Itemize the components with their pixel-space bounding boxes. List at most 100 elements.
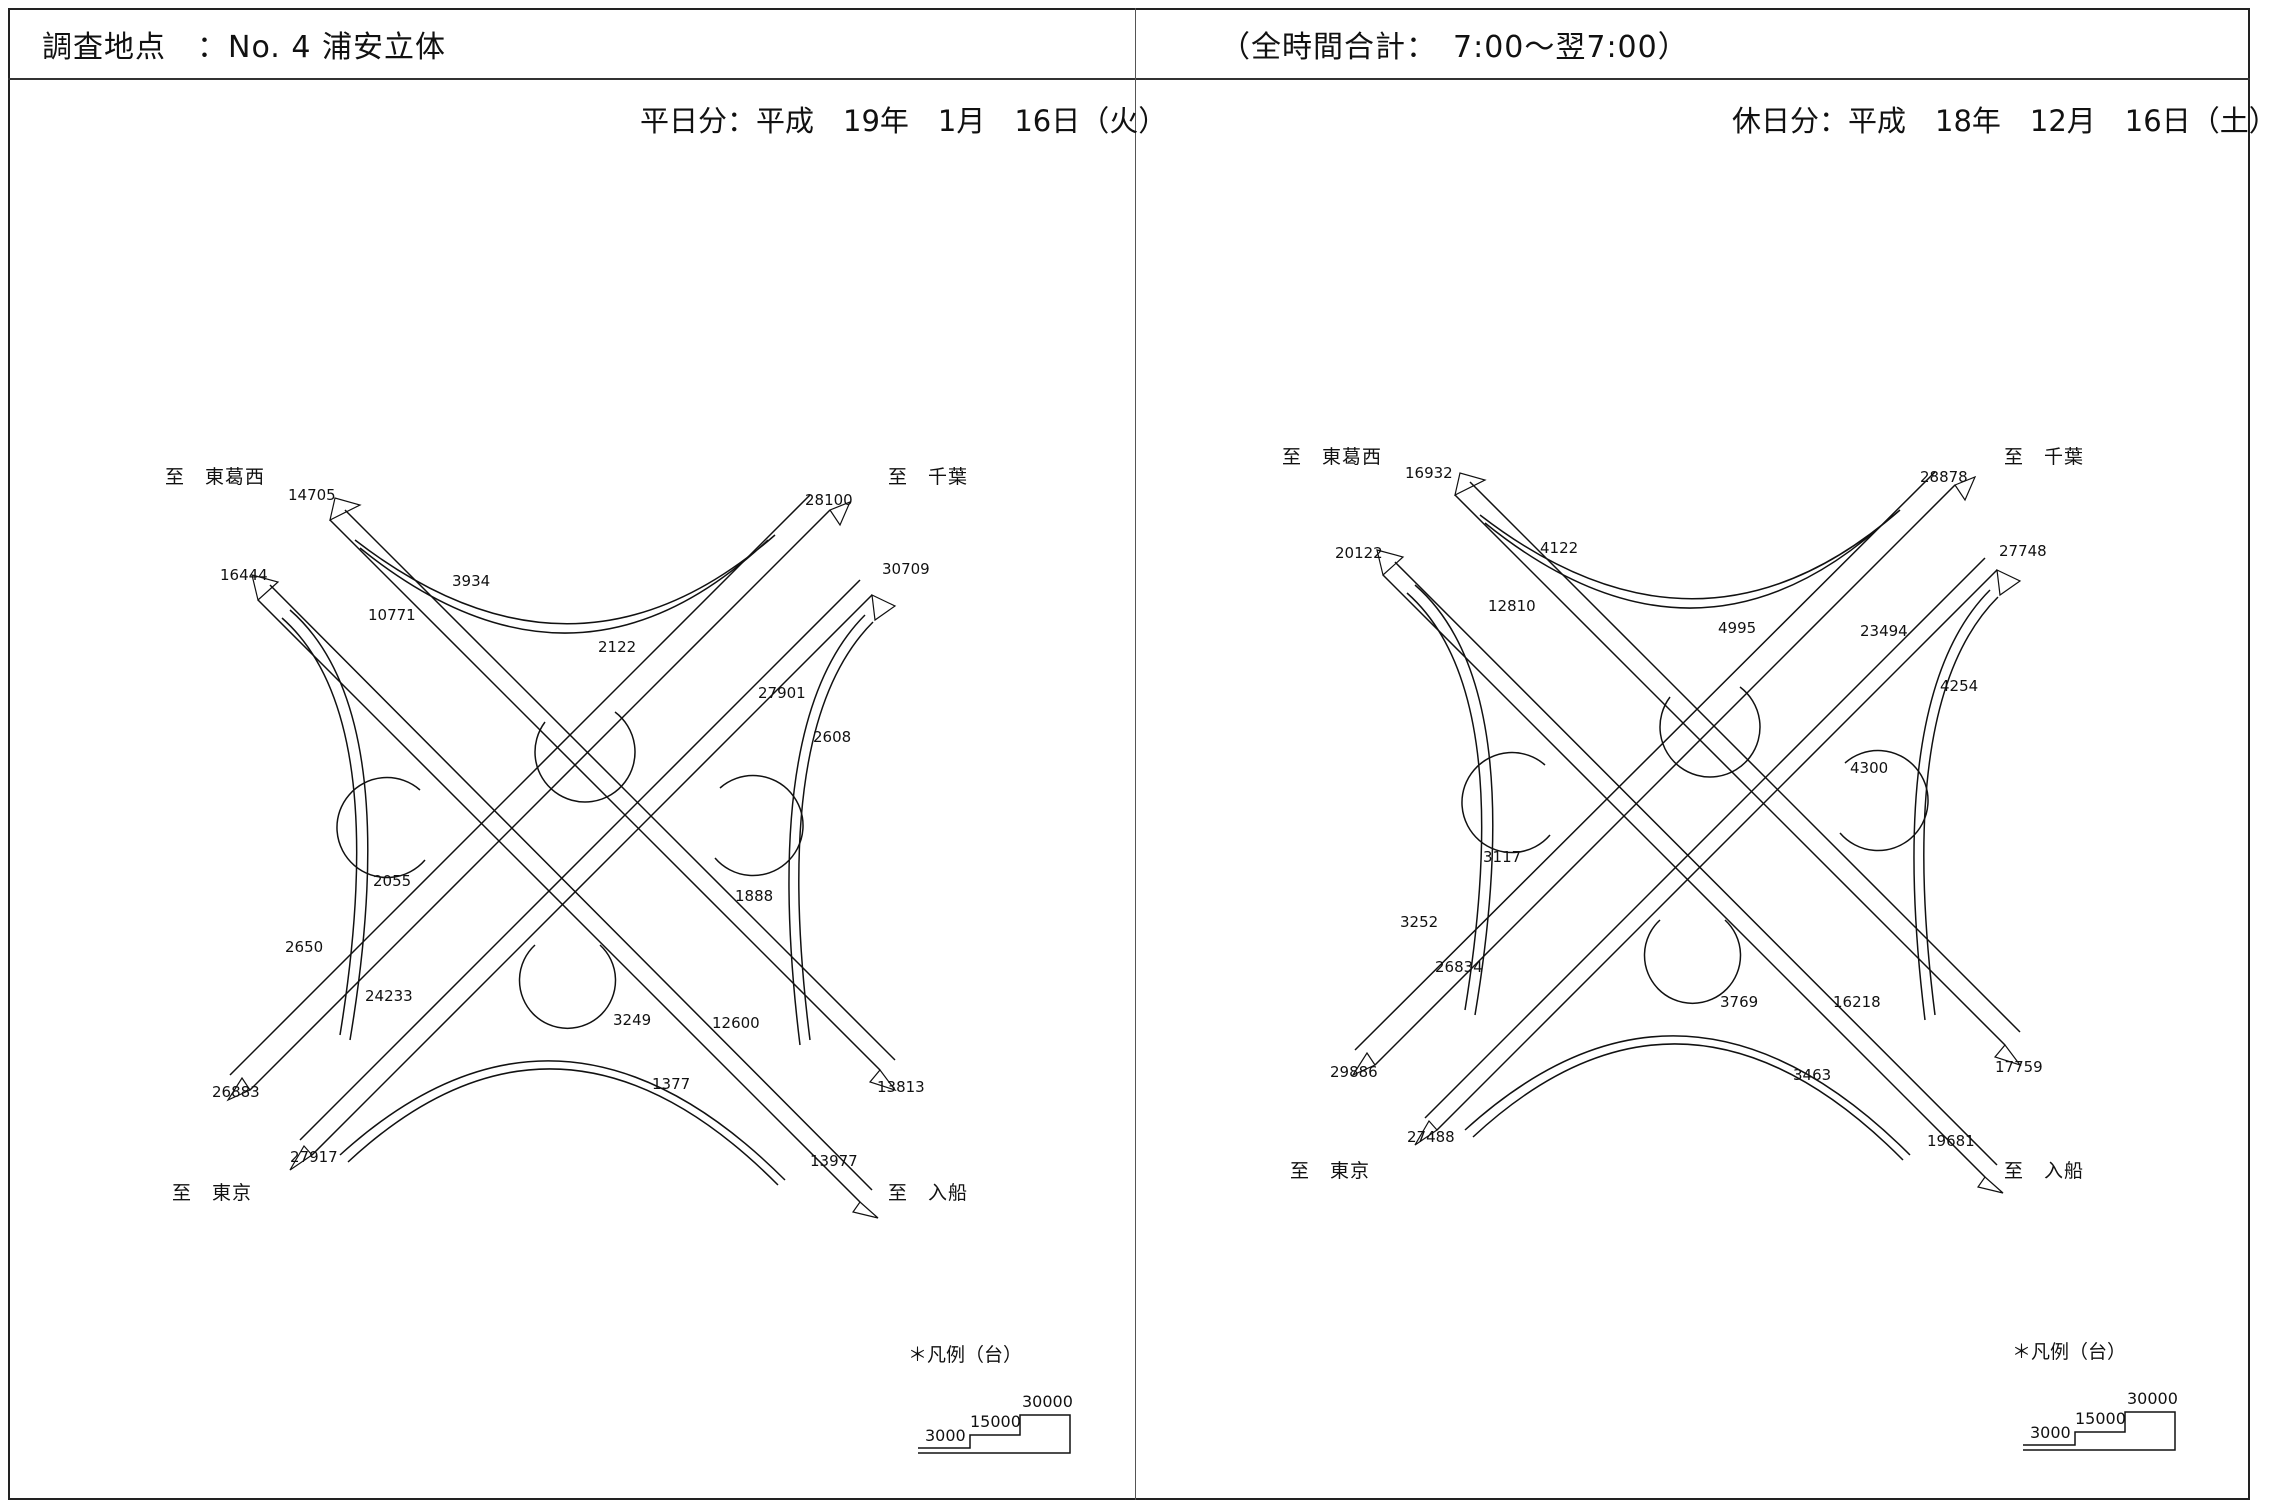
weekday-legend-low: 3000 [925, 1426, 966, 1445]
north-curve-ramp [1479, 509, 1901, 609]
nw-se-main-road [1454, 481, 2021, 1046]
panel-divider [1135, 8, 1136, 1500]
volume-west-loop: 3117 [1483, 848, 1521, 866]
volume-sw-diag: 26834 [1435, 958, 1483, 976]
arrow-ne-outer [871, 593, 897, 622]
arrow-sw-bottom [1414, 1119, 1438, 1146]
volume-se-diag: 16218 [1833, 993, 1881, 1011]
holiday-interchange-diagram: 16932 20122 28878 27748 29886 27488 1775… [1330, 464, 2047, 1194]
volume-se-outer: 17759 [1995, 1058, 2043, 1076]
east-loop-ramp [714, 774, 804, 877]
arrow-sw-outer [1351, 1051, 1376, 1077]
volume-east-loop: 1888 [735, 887, 773, 905]
period-label: （全時間合計： 7:00～翌7:00） [1220, 30, 1689, 65]
volume-north-curve: 3934 [452, 572, 490, 590]
arrow-heads [226, 497, 897, 1219]
volume-se-outer: 13813 [877, 1078, 925, 1096]
south-curve-ramp [1464, 1035, 1911, 1161]
arrow-nw-top [1454, 472, 1487, 497]
volume-sw-bottom: 27488 [1407, 1128, 1455, 1146]
south-loop-ramp [518, 944, 617, 1030]
loop-ramps [1461, 686, 1929, 1005]
volume-east-loop: 4300 [1850, 759, 1888, 777]
volume-nw-outer: 16444 [220, 566, 268, 584]
arrow-nw-outer [251, 574, 280, 602]
arrow-nw-top [329, 497, 362, 522]
weekday-legend-scale [918, 1414, 1071, 1454]
weekday-legend-mid: 15000 [970, 1412, 1021, 1431]
volume-north-loop: 2122 [598, 638, 636, 656]
holiday-direction-nw: 至 東葛西 [1282, 446, 1383, 468]
volume-south-loop: 3769 [1720, 993, 1758, 1011]
weekday-direction-se: 至 入船 [888, 1182, 969, 1204]
volume-ne-outer: 27748 [1999, 542, 2047, 560]
north-loop-ramp [534, 711, 636, 803]
ne-sw-main-road [229, 494, 831, 1091]
volume-north-loop: 4995 [1718, 619, 1756, 637]
weekday-direction-nw: 至 東葛西 [165, 466, 266, 488]
volume-west-loop: 2055 [373, 872, 411, 890]
nw-se-outer-road [1382, 561, 1998, 1178]
volume-nw-diag: 10771 [368, 606, 416, 624]
location-label: 調査地点 ：No. 4 浦安立体 [42, 30, 446, 65]
holiday-legend-high: 30000 [2127, 1389, 2178, 1408]
volume-se-diag: 12600 [712, 1014, 760, 1032]
volume-south-loop: 3249 [613, 1011, 651, 1029]
east-curve-ramp [788, 614, 874, 1046]
ne-sw-outer-road [1424, 557, 1998, 1131]
weekday-interchange-diagram: 14705 16444 28100 30709 26883 27917 1381… [212, 486, 930, 1219]
holiday-direction-sw: 至 東京 [1290, 1160, 1371, 1182]
volume-east-curve: 4254 [1940, 677, 1978, 695]
volume-nw-diag: 12810 [1488, 597, 1536, 615]
volume-south-curve: 3463 [1793, 1066, 1831, 1084]
volume-nw-top: 16932 [1405, 464, 1453, 482]
weekday-direction-ne: 至 千葉 [888, 466, 969, 488]
ramp-curves [1406, 509, 1999, 1161]
volume-ne-diag: 23494 [1860, 622, 1908, 640]
ramp-curves [281, 534, 874, 1186]
north-loop-ramp [1659, 686, 1761, 778]
arrow-ne-top [1954, 475, 1977, 502]
volume-north-curve: 4122 [1540, 539, 1578, 557]
ne-sw-outer-road [299, 579, 873, 1156]
weekday-direction-sw: 至 東京 [172, 1182, 253, 1204]
volume-se-bottom: 13977 [810, 1152, 858, 1170]
holiday-direction-se: 至 入船 [2004, 1160, 2085, 1182]
header-divider [8, 78, 2250, 80]
volume-labels: 16932 20122 28878 27748 29886 27488 1775… [1330, 464, 2047, 1150]
volume-nw-outer: 20122 [1335, 544, 1383, 562]
holiday-legend-low: 3000 [2030, 1423, 2071, 1442]
north-curve-ramp [354, 534, 776, 634]
arrow-sw-bottom [289, 1144, 313, 1171]
arrow-nw-outer [1376, 549, 1405, 577]
west-loop-ramp [1461, 751, 1551, 854]
weekday-legend-title: ＊凡例（台） [908, 1344, 1023, 1366]
holiday-legend-scale [2023, 1411, 2176, 1451]
volume-se-bottom: 19681 [1927, 1132, 1975, 1150]
volume-south-curve: 1377 [652, 1075, 690, 1093]
east-loop-ramp [1839, 749, 1929, 852]
holiday-direction-ne: 至 千葉 [2004, 446, 2085, 468]
arrow-se-outer [1993, 1044, 2022, 1067]
arrow-ne-top [829, 500, 852, 527]
diagonal-roads [1354, 471, 2021, 1178]
volume-ne-top: 28878 [1920, 468, 1968, 486]
loop-ramps [336, 711, 804, 1030]
holiday-legend-title: ＊凡例（台） [2012, 1341, 2127, 1363]
volume-ne-outer: 30709 [882, 560, 930, 578]
volume-sw-outer: 26883 [212, 1083, 260, 1101]
volume-sw-outer: 29886 [1330, 1063, 1378, 1081]
arrow-ne-outer [1996, 568, 2022, 597]
arrow-sw-outer [226, 1076, 251, 1102]
south-curve-ramp [339, 1060, 786, 1186]
weekday-legend-high: 30000 [1022, 1392, 1073, 1411]
volume-sw-diag: 24233 [365, 987, 413, 1005]
page-frame [8, 8, 2250, 1500]
volume-west-curve: 2650 [285, 938, 323, 956]
west-loop-ramp [336, 776, 426, 879]
arrow-se-bottom [852, 1201, 879, 1219]
west-curve-ramp [281, 609, 369, 1041]
arrow-heads [1351, 472, 2022, 1194]
volume-ne-top: 28100 [805, 491, 853, 509]
volume-sw-bottom: 27917 [290, 1148, 338, 1166]
